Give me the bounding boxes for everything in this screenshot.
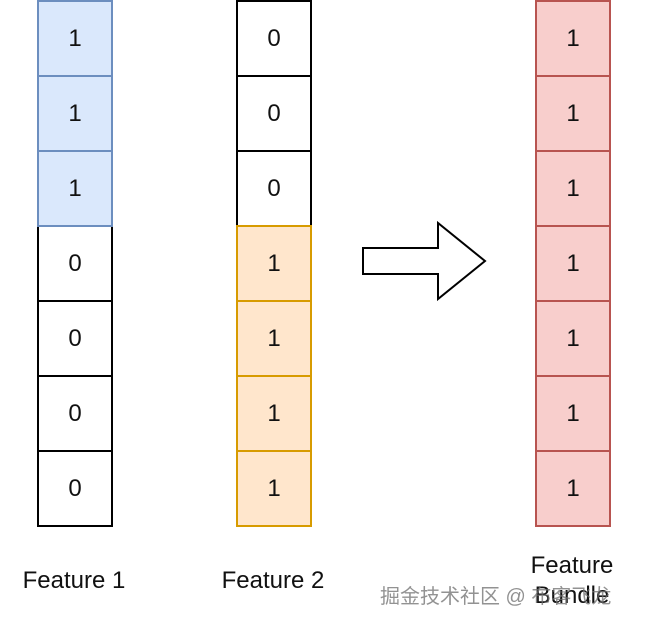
watermark: 掘金技术社区 @ 布客飞龙 <box>380 586 612 608</box>
cell-value: 1 <box>535 375 611 452</box>
cell-value: 1 <box>535 450 611 527</box>
cell-value: 1 <box>236 450 312 527</box>
feature-bundle-label: Feature Bundle <box>530 552 614 609</box>
cell-value: 1 <box>535 0 611 77</box>
cell-value: 1 <box>236 375 312 452</box>
cell-value: 1 <box>535 150 611 227</box>
cell-value: 0 <box>37 375 113 452</box>
feature-2-label: Feature 2 <box>221 567 325 594</box>
cell-value: 1 <box>37 150 113 227</box>
cell-value: 1 <box>236 225 312 302</box>
cell-value: 0 <box>37 225 113 302</box>
cell-value: 1 <box>236 300 312 377</box>
cell-value: 1 <box>37 75 113 152</box>
cell-value: 0 <box>236 0 312 77</box>
cell-value: 0 <box>236 150 312 227</box>
cell-value: 1 <box>37 0 113 77</box>
cell-value: 0 <box>37 300 113 377</box>
cell-value: 1 <box>535 75 611 152</box>
cell-value: 0 <box>37 450 113 527</box>
cell-value: 0 <box>236 75 312 152</box>
cell-value: 1 <box>535 225 611 302</box>
feature-1-label: Feature 1 <box>22 567 126 594</box>
cell-value: 1 <box>535 300 611 377</box>
right-arrow-icon <box>362 220 487 302</box>
